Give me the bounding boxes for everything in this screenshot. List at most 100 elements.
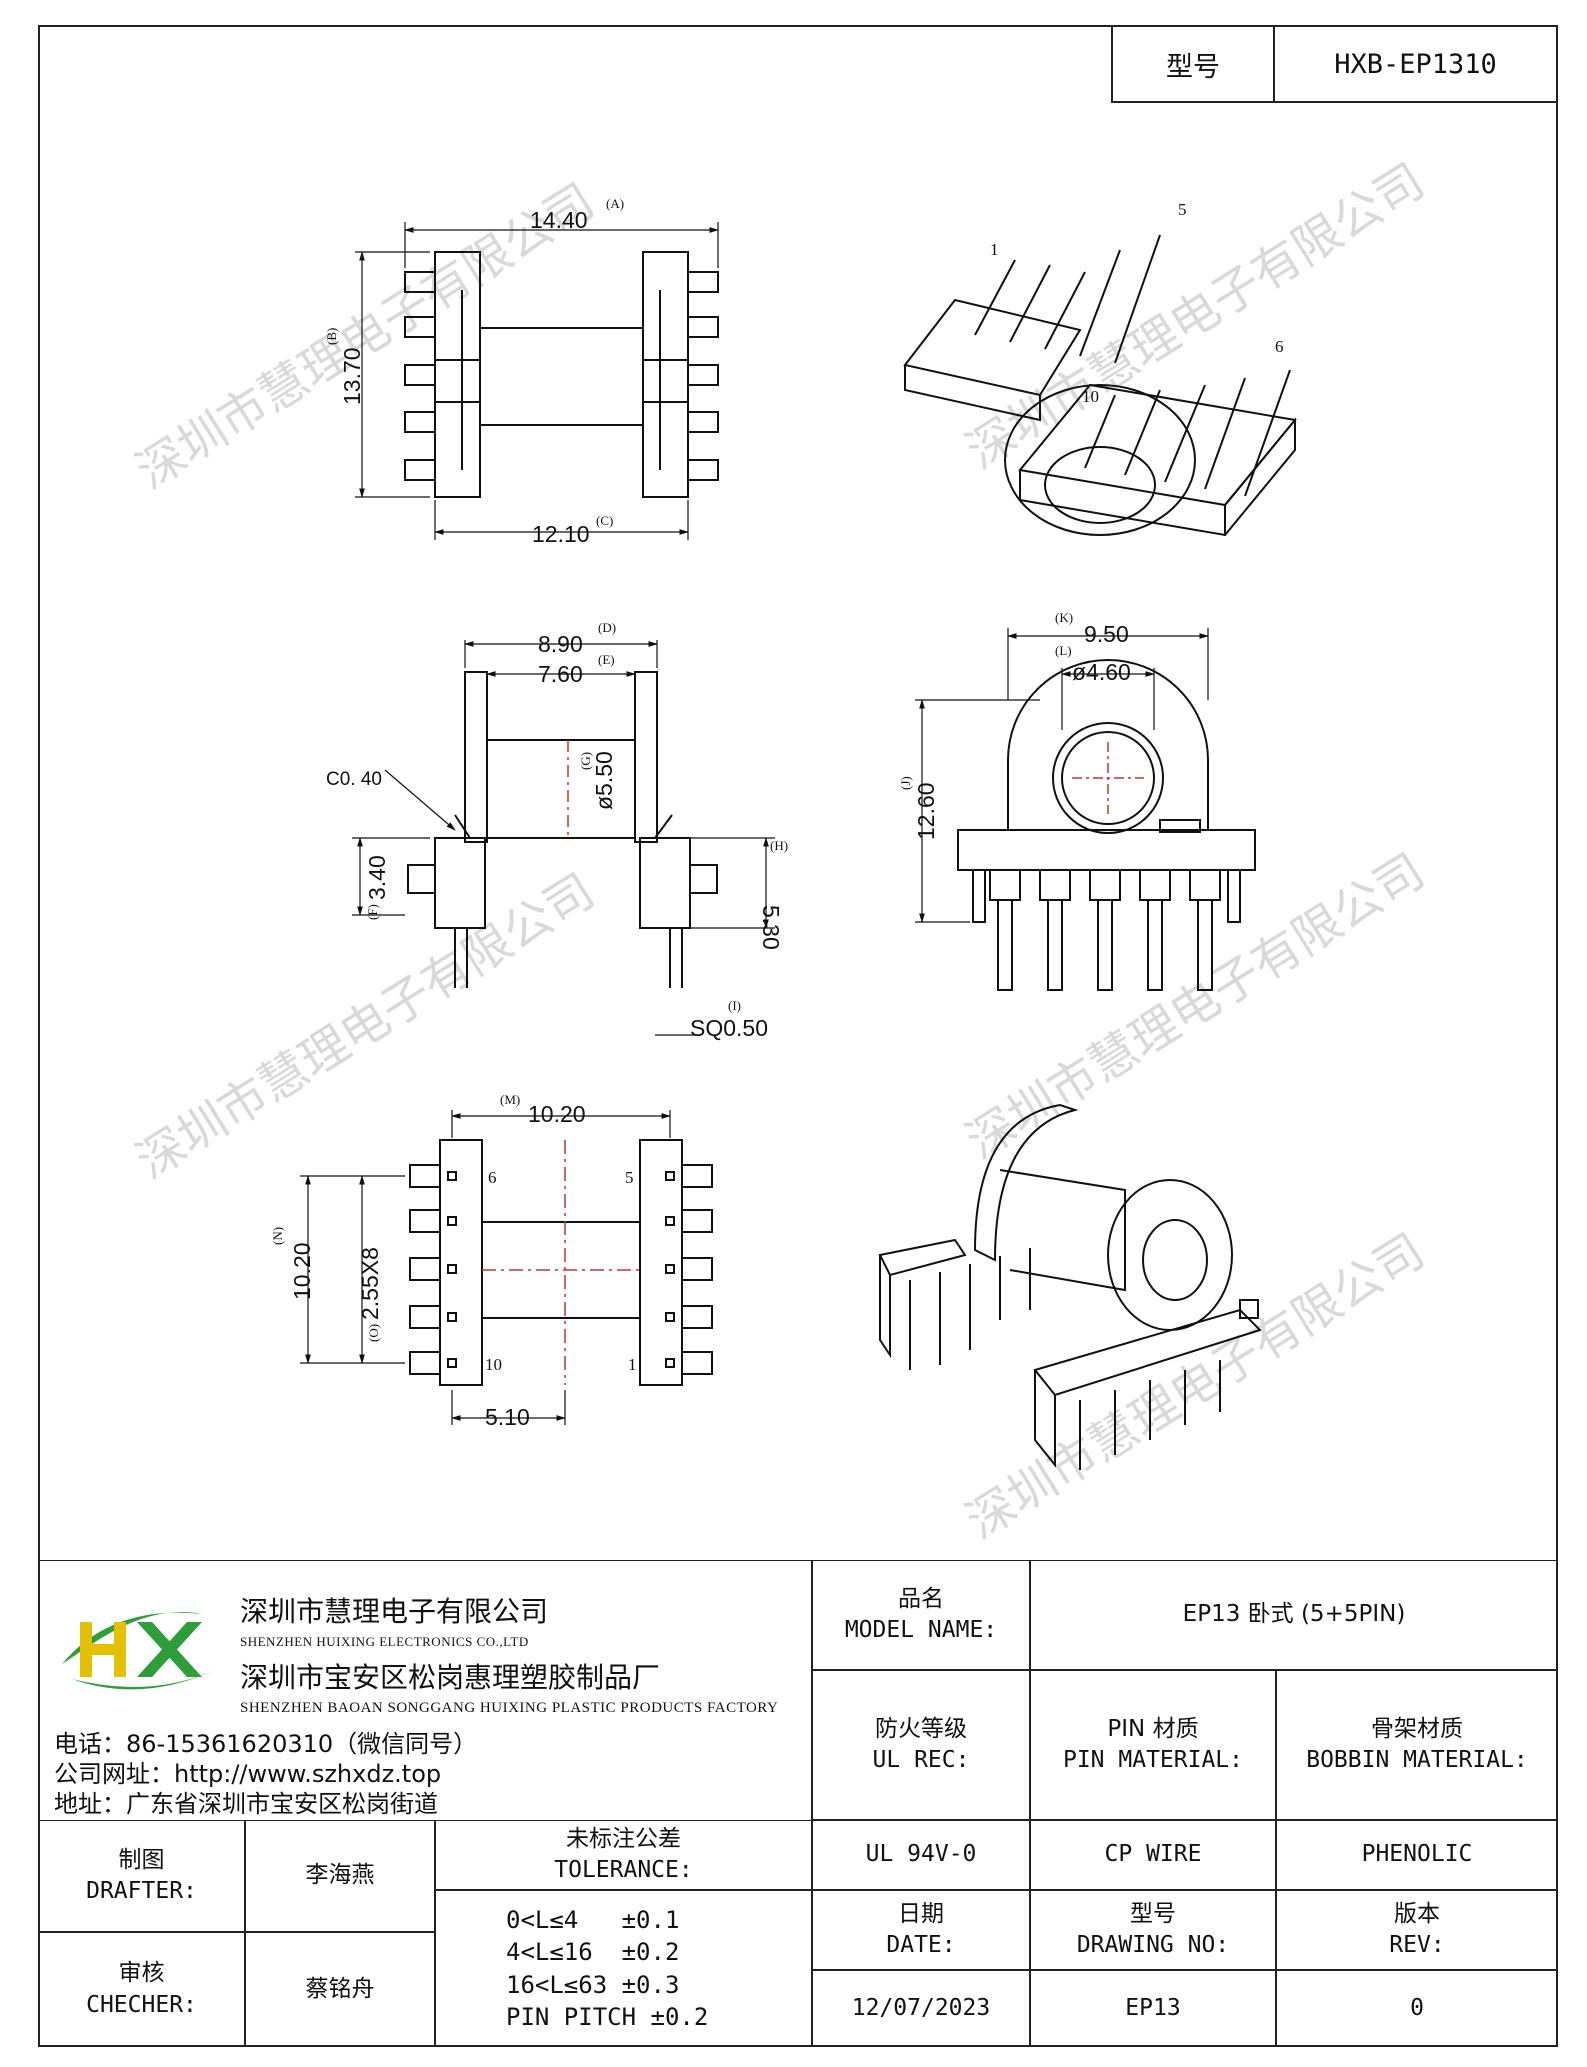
dim-g-value: ø5.50 <box>591 751 617 810</box>
pin-label-1-iso: 1 <box>990 240 999 259</box>
model-name-label-en: MODEL NAME: <box>844 1617 998 1643</box>
checker-label-cn: 审核 <box>118 1960 165 1987</box>
technical-drawing: 深圳市慧理电子有限公司 深圳市慧理电子有限公司 深圳市慧理电子有限公司 深圳市慧… <box>127 153 1434 1550</box>
model-name-value-cell: EP13 卧式 (5+5PIN) <box>1030 1560 1558 1670</box>
model-name-label-cn: 品名 <box>898 1585 944 1612</box>
rev-label-en: REV: <box>1389 1932 1445 1958</box>
drafter-label-cn: 制图 <box>118 1846 165 1873</box>
bobbin-material-value-cell: PHENOLIC <box>1276 1820 1558 1890</box>
chamfer-value: C0. 40 <box>326 769 382 790</box>
date-value-cell: 12/07/2023 <box>812 1970 1030 2047</box>
rev-value-cell: 0 <box>1276 1970 1558 2047</box>
dim-l-value: ø4.60 <box>1072 659 1131 685</box>
checker-label: 审核 CHECHER: <box>38 1932 245 2047</box>
rev-label: 版本 REV: <box>1276 1890 1558 1970</box>
top-view <box>355 222 719 540</box>
pin-material-label: PIN 材质 PIN MATERIAL: <box>1030 1670 1276 1820</box>
checker-value-cell: 蔡铭舟 <box>245 1932 435 2047</box>
bobbin-material-label: 骨架材质 BOBBIN MATERIAL: <box>1276 1670 1558 1820</box>
tolerance-label-cn: 未标注公差 <box>566 1825 681 1852</box>
bottom-view <box>300 1110 713 1425</box>
fire-rating-label-en: UL REC: <box>872 1747 970 1773</box>
watermark-2: 深圳市慧理电子有限公司 <box>957 153 1434 480</box>
tolerance-row-2: 4<L≤16 ±0.2 <box>506 1938 680 1967</box>
dim-a-tag: (A) <box>606 196 624 211</box>
isometric-view-bottom <box>878 1103 1262 1470</box>
dim-n-tag: (N) <box>270 1227 285 1245</box>
company-name-en: SHENZHEN HUIXING ELECTRONICS CO.,LTD <box>240 1634 529 1649</box>
dim-d-tag: (D) <box>598 620 616 635</box>
bobbin-material-label-en: BOBBIN MATERIAL: <box>1306 1747 1528 1773</box>
date-value: 12/07/2023 <box>851 1994 991 2021</box>
dim-j-tag: (J) <box>898 776 913 790</box>
front-view <box>915 628 1256 991</box>
drawing-no-label-en: DRAWING NO: <box>1076 1932 1230 1958</box>
dim-c-tag: (C) <box>596 513 613 528</box>
tolerance-label: 未标注公差 TOLERANCE: <box>435 1820 812 1890</box>
pin-label-5: 5 <box>625 1168 634 1187</box>
dim-b-value: 13.70 <box>339 347 365 405</box>
pin-material-value-cell: CP WIRE <box>1030 1820 1276 1890</box>
dim-h-value: 5.30 <box>758 905 784 950</box>
drawing-no-value: EP13 <box>1125 1994 1181 2021</box>
dim-e-tag: (E) <box>598 652 615 667</box>
drafter-value-cell: 李海燕 <box>245 1820 435 1932</box>
dim-o-value: 2.55X8 <box>357 1247 383 1320</box>
dim-p-value: 5.10 <box>485 1404 530 1430</box>
dim-i-tag: (I) <box>728 998 741 1013</box>
rev-label-cn: 版本 <box>1394 1900 1440 1927</box>
dim-k-value: 9.50 <box>1084 621 1129 647</box>
company-block-border <box>38 1560 812 1820</box>
side-view <box>352 640 775 1036</box>
model-name-label: 品名 MODEL NAME: <box>812 1560 1030 1670</box>
dim-f-value: 3.40 <box>364 855 390 900</box>
pin-label-10-iso: 10 <box>1082 387 1099 406</box>
drafter-label-en: DRAFTER: <box>86 1878 197 1904</box>
dim-m-tag: (M) <box>500 1092 520 1107</box>
isometric-view-top <box>903 234 1297 537</box>
pin-material-label-en: PIN MATERIAL: <box>1062 1747 1243 1773</box>
fire-rating-value-cell: UL 94V-0 <box>812 1820 1030 1890</box>
model-number-box: 型号 HXB-EP1310 <box>1111 25 1558 103</box>
dim-e-value: 7.60 <box>538 661 583 687</box>
tolerance-row-4: PIN PITCH ±0.2 <box>506 2002 709 2031</box>
company-name-cn: 深圳市慧理电子有限公司 <box>240 1595 549 1628</box>
drawing-no-value-cell: EP13 <box>1030 1970 1276 2047</box>
company-website[interactable]: 公司网址：http://www.szhxdz.top <box>54 1760 442 1788</box>
dim-k-tag: (K) <box>1055 610 1073 625</box>
date-label-cn: 日期 <box>898 1900 944 1927</box>
company-block: HX 深圳市慧理电子有限公司 SHENZHEN HUIXING ELECTRON… <box>40 1562 812 1820</box>
fire-rating-label: 防火等级 UL REC: <box>812 1670 1030 1820</box>
date-label-en: DATE: <box>886 1932 956 1958</box>
dim-f-tag: (F) <box>365 904 380 920</box>
dim-b-tag: (B) <box>324 328 339 345</box>
bobbin-material-label-cn: 骨架材质 <box>1371 1715 1463 1742</box>
drawing-no-label-cn: 型号 <box>1130 1900 1176 1927</box>
company-address: 地址：广东省深圳市宝安区松岗街道 <box>54 1790 438 1818</box>
bobbin-material-value: PHENOLIC <box>1361 1841 1473 1868</box>
pin-label-10: 10 <box>485 1355 502 1374</box>
watermark-5: 深圳市慧理电子有限公司 <box>957 1223 1434 1550</box>
checker-value: 蔡铭舟 <box>305 1975 375 2002</box>
pin-label-5-iso: 5 <box>1178 200 1187 219</box>
drafter-label: 制图 DRAFTER: <box>38 1820 245 1932</box>
dim-d-value: 8.90 <box>538 631 583 657</box>
dim-n-value: 10.20 <box>289 1242 315 1300</box>
drafter-value: 李海燕 <box>305 1862 375 1889</box>
tolerance-row-3: 16<L≤63 ±0.3 <box>506 1970 680 1999</box>
pin-label-6: 6 <box>488 1168 497 1187</box>
dim-j-value: 12.60 <box>913 782 939 840</box>
model-name-value: EP13 卧式 (5+5PIN) <box>1182 1601 1406 1628</box>
dim-l-tag: (L) <box>1055 643 1072 658</box>
drawing-no-label: 型号 DRAWING NO: <box>1030 1890 1276 1970</box>
model-number-label: 型号 <box>1113 27 1275 101</box>
dim-o-tag: (O) <box>366 1324 381 1342</box>
company-logo: HX <box>62 1612 217 1690</box>
tolerance-values: 0<L≤4 ±0.1 4<L≤16 ±0.2 16<L≤63 ±0.3 PIN … <box>435 1890 812 2047</box>
watermark-4: 深圳市慧理电子有限公司 <box>957 843 1434 1170</box>
fire-rating-label-cn: 防火等级 <box>875 1715 967 1742</box>
company-phone: 电话：86-15361620310（微信同号） <box>54 1730 478 1758</box>
date-label: 日期 DATE: <box>812 1890 1030 1970</box>
factory-name-cn: 深圳市宝安区松岗惠理塑胶制品厂 <box>240 1661 661 1694</box>
dim-i-value: SQ0.50 <box>690 1015 768 1041</box>
